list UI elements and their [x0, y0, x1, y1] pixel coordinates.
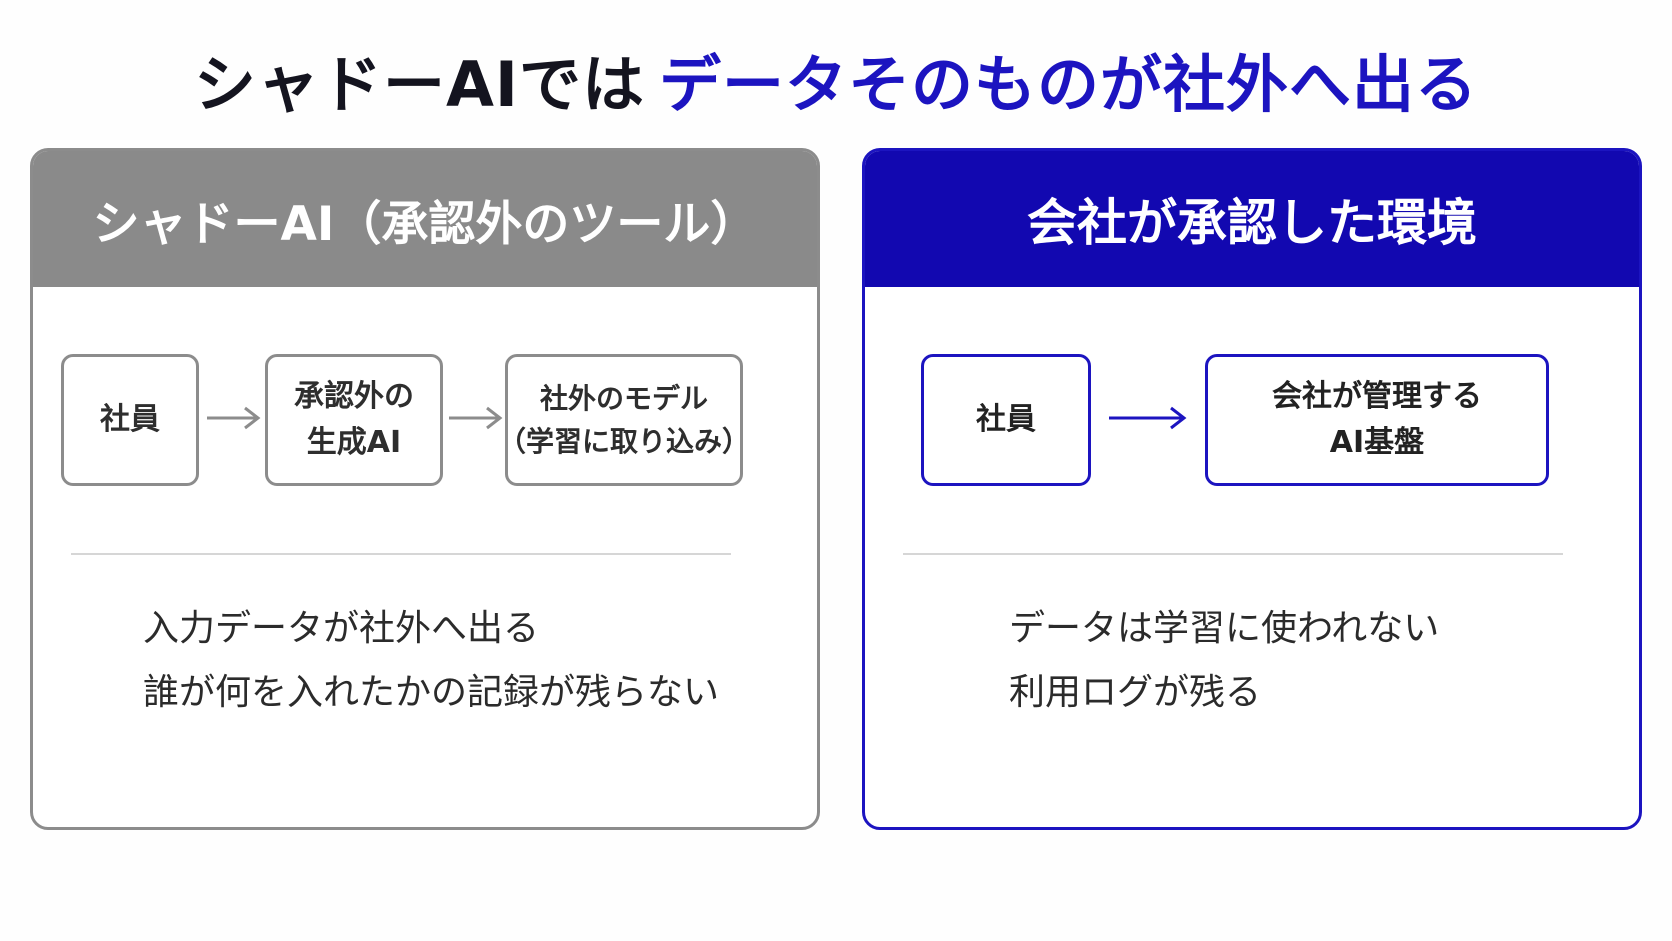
- arrow-right-icon: [1109, 406, 1187, 430]
- shadow-ai-panel-header: シャドーAI（承認外のツール）: [33, 151, 817, 287]
- node-unapproved-genai: 承認外の 生成AI: [265, 354, 443, 486]
- node-label-line-1: 会社が管理する: [1272, 378, 1482, 414]
- note-usage-log-kept: 利用ログが残る: [1009, 672, 1262, 713]
- approved-environment-panel-header: 会社が承認した環境: [865, 151, 1639, 287]
- node-employee-left: 社員: [61, 354, 199, 486]
- title-part-1: シャドーAIでは: [193, 48, 646, 121]
- node-external-model: 社外のモデル （学習に取り込み）: [498, 354, 750, 486]
- node-label-line-2: （学習に取り込み）: [498, 425, 751, 458]
- node-label: 社員: [100, 401, 160, 437]
- node-label-line-2: 生成AI: [306, 425, 402, 460]
- node-label-line-1: 承認外の: [294, 378, 414, 414]
- divider: [71, 553, 731, 555]
- shadow-ai-panel: シャドーAI（承認外のツール） 社員 承認外の 生成AI 社外のモデル （学習に…: [30, 148, 820, 830]
- node-employee-right: 社員: [921, 354, 1091, 486]
- node-label-line-2: AI基盤: [1329, 425, 1425, 460]
- arrow-right-icon: [207, 406, 261, 430]
- arrow-right-icon: [449, 406, 503, 430]
- node-label: 社員: [976, 401, 1036, 437]
- node-label-line-1: 社外のモデル: [540, 381, 709, 415]
- title-part-2-highlight: データそのものが社外へ出る: [659, 48, 1479, 121]
- note-not-used-for-training: データは学習に使われない: [1009, 608, 1440, 649]
- note-data-leaves: 入力データが社外へ出る: [143, 608, 540, 649]
- slide-title: シャドーAIではデータそのものが社外へ出る: [0, 34, 1672, 124]
- approved-environment-panel: 会社が承認した環境 社員 会社が管理する AI基盤 データは学習に使われない 利…: [862, 148, 1642, 830]
- note-no-record: 誰が何を入れたかの記録が残らない: [143, 672, 720, 713]
- divider: [903, 553, 1563, 555]
- node-company-ai-platform: 会社が管理する AI基盤: [1205, 354, 1549, 486]
